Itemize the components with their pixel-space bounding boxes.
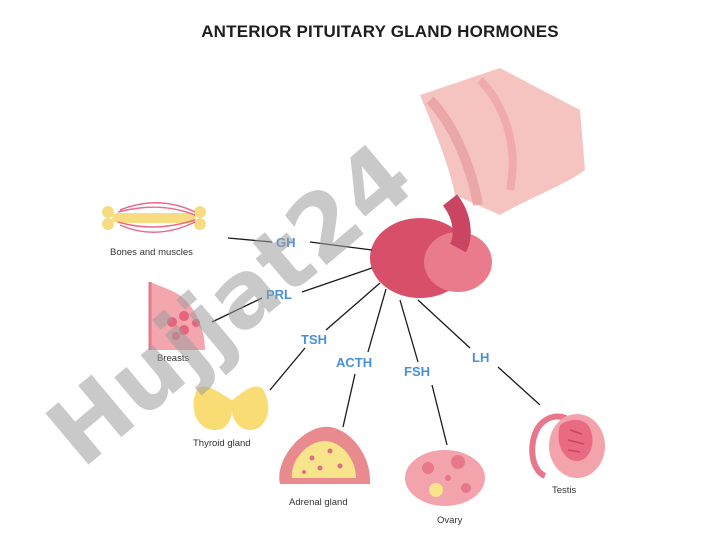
watermark: Hujjat24 — [27, 122, 433, 487]
line-acth-pituitary — [367, 288, 387, 353]
organ-label-adrenal: Adrenal gland — [289, 497, 348, 508]
line-bones-gh — [227, 237, 273, 243]
hormone-prl: PRL — [266, 287, 292, 302]
organ-labels: Bones and muscles Breasts Thyroid gland … — [110, 247, 577, 526]
organ-label-thyroid: Thyroid gland — [193, 438, 251, 449]
ovary-illustration — [405, 450, 485, 506]
watermark-text: Hujjat24 — [27, 122, 433, 487]
hormone-gh: GH — [276, 235, 296, 250]
breast-illustration — [148, 282, 205, 350]
hormone-tsh: TSH — [301, 332, 327, 347]
line-breasts-prl — [211, 297, 263, 323]
organ-label-testis: Testis — [552, 485, 577, 496]
organ-label-breasts: Breasts — [157, 353, 189, 364]
line-gh-pituitary — [309, 241, 373, 251]
line-thyroid-tsh — [269, 347, 306, 391]
pituitary-stalk — [420, 68, 585, 215]
hormone-acth: ACTH — [336, 355, 372, 370]
organ-label-bones: Bones and muscles — [110, 247, 193, 258]
thyroid-illustration — [193, 386, 269, 430]
diagram-title: ANTERIOR PITUITARY GLAND HORMONES — [201, 22, 559, 41]
line-lh-pituitary — [417, 299, 471, 349]
hormone-fsh: FSH — [404, 364, 430, 379]
line-ovary-fsh — [431, 384, 448, 446]
organ-label-ovary: Ovary — [437, 515, 463, 526]
line-testis-lh — [497, 366, 541, 406]
hormone-lh: LH — [472, 350, 489, 365]
line-adrenal-acth — [342, 373, 356, 428]
testis-illustration — [529, 413, 605, 479]
line-fsh-pituitary — [399, 299, 419, 363]
pituitary-gland — [370, 194, 492, 298]
hormone-labels: GH PRL TSH ACTH FSH LH — [266, 235, 489, 379]
line-tsh-pituitary — [325, 282, 381, 331]
adrenal-gland-illustration — [279, 426, 371, 484]
line-prl-pituitary — [301, 267, 373, 293]
bones-and-muscles-illustration — [102, 202, 206, 233]
leader-lines — [211, 237, 541, 446]
